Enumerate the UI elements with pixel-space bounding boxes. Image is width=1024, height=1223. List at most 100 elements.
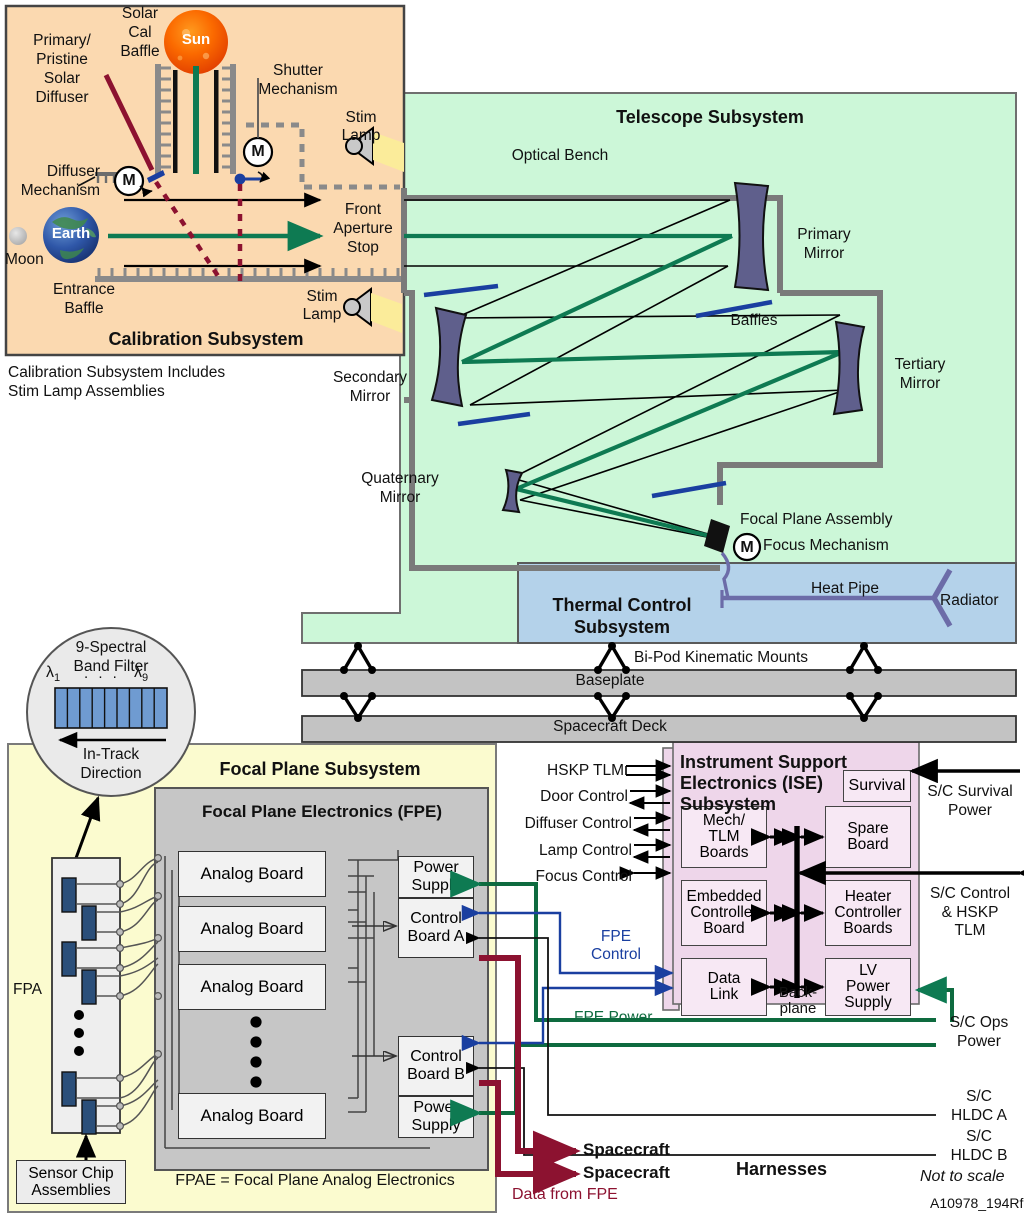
baffles [423, 283, 773, 499]
label-heat-pipe: Heat Pipe [810, 580, 880, 597]
ise-board-heater-controller: Heater Controller Boards [825, 880, 911, 946]
label-shutter-mechanism: Shutter Mechanism [258, 62, 338, 98]
label-bipod-kinematic-mounts: Bi-Pod Kinematic Mounts [634, 649, 809, 666]
label-spacecraft-deck: Spacecraft Deck [553, 718, 667, 735]
focal-plane-subsystem-title: Focal Plane Subsystem [219, 759, 421, 779]
fpe-control-board-b: Control Board B [398, 1036, 474, 1096]
analog-board-ellipsis [250, 1016, 262, 1088]
label-backplane: Back- plane [778, 984, 818, 1018]
label-spacecraft-1: Spacecraft [583, 1140, 670, 1159]
label-lambda-last: λ9 [134, 664, 149, 685]
fpe-title: Focal Plane Electronics (FPE) [202, 802, 442, 821]
note-not-to-scale: Not to scale [920, 1168, 1005, 1185]
sensor-chip-assemblies-group [61, 877, 97, 1135]
ise-left-rail [662, 747, 680, 1011]
label-spacecraft-2: Spacecraft [583, 1163, 670, 1182]
calibration-caption-2: Stim Lamp Assemblies [8, 383, 165, 400]
telescope-subsystem-title: Telescope Subsystem [616, 107, 804, 127]
label-sc-ops-power: S/C Ops Power [949, 1014, 1009, 1050]
label-harnesses: Harnesses [736, 1159, 828, 1179]
label-baffles: Baffles [730, 312, 778, 329]
label-focus-control: Focus Control [535, 868, 632, 885]
label-radiator: Radiator [940, 592, 999, 609]
tertiary-mirror [832, 320, 866, 416]
ise-board-lv-power-supply: LV Power Supply [825, 958, 911, 1016]
analog-board-2: Analog Board [178, 906, 326, 952]
label-hskp-tlm: HSKP TLM [547, 762, 624, 779]
label-primary-solar-diffuser: Primary/ Pristine Solar Diffuser [33, 32, 91, 106]
fpae-footnote: FPAE = Focal Plane Analog Electronics [175, 1172, 455, 1189]
label-spectral-band-filter: 9-Spectral Band Filter [73, 639, 149, 675]
fpa-connector-nodes [115, 853, 163, 1130]
label-sc-hldc-b: S/C HLDC B [950, 1128, 1008, 1164]
label-fpe-power: FPE Power [574, 1009, 653, 1026]
label-stim-lamp-upper: Stim Lamp [341, 109, 381, 145]
fpa-to-fpe-cables [119, 857, 159, 1127]
label-earth: Earth [51, 225, 91, 242]
label-sc-survival-power: S/C Survival Power [927, 783, 1013, 819]
telescope-rays-black [404, 199, 846, 541]
analog-board-4: Analog Board [178, 1093, 326, 1139]
fpa-column [51, 857, 121, 1134]
fpe-control-board-a: Control Board A [398, 898, 474, 958]
ise-board-spare: Spare Board [825, 806, 911, 868]
label-fpa: FPA [13, 981, 42, 998]
label-sensor-chip-assemblies: Sensor Chip Assemblies [16, 1160, 126, 1204]
fpa-ellipsis [74, 1010, 84, 1056]
fpe-to-ctrl-arrows [352, 926, 396, 1056]
label-entrance-baffle: Entrance Baffle [52, 281, 116, 317]
label-tertiary-mirror: Tertiary Mirror [894, 356, 946, 392]
entrance-baffle [95, 268, 403, 282]
label-secondary-mirror: Secondary Mirror [332, 369, 408, 405]
fpe-power-supply-a: Power Supply [398, 856, 474, 898]
label-fpe-control: FPE Control [591, 928, 641, 964]
label-diffuser-mechanism: Diffuser Mechanism [20, 163, 100, 199]
calibration-subsystem-title: Calibration Subsystem [108, 329, 304, 349]
label-stim-lamp-lower: Stim Lamp [302, 288, 342, 324]
label-filter-dots: . . . [84, 665, 120, 682]
label-data-from-fpe: Data from FPE [512, 1186, 618, 1203]
diffuser-cal-path [154, 180, 224, 284]
focus-motor-glyph: M [740, 539, 754, 556]
ise-left-input-lines [619, 759, 672, 880]
label-solar-cal-baffle: Solar Cal Baffle [120, 5, 160, 60]
ise-board-data-link: Data Link [681, 958, 767, 1016]
data-from-fpe-line-b [479, 1080, 581, 1195]
secondary-mirror [430, 306, 468, 408]
ise-board-embedded-controller: Embedded Controller Board [681, 880, 767, 946]
fpa-traces [76, 883, 120, 1127]
heat-pipe-riser [720, 551, 731, 599]
primary-mirror [733, 181, 770, 292]
label-sc-control-hskp-tlm: S/C Control & HSKP TLM [929, 885, 1011, 940]
label-diffuser-control: Diffuser Control [524, 815, 632, 832]
fpe-power-supply-b: Power Supply [398, 1096, 474, 1138]
label-in-track-direction: In-Track Direction [80, 746, 142, 782]
figure-id-code: A10978_194Rf [930, 1195, 1024, 1211]
label-moon: Moon [5, 251, 44, 268]
label-front-aperture-stop: Front Aperture Stop [333, 201, 393, 256]
analog-board-1: Analog Board [178, 851, 326, 897]
label-focal-plane-assembly: Focal Plane Assembly [740, 511, 893, 528]
label-primary-mirror: Primary Mirror [797, 226, 851, 262]
focal-plane-detector [704, 519, 730, 553]
shutter-flag [234, 171, 271, 185]
label-door-control: Door Control [540, 788, 628, 805]
label-lamp-control: Lamp Control [538, 842, 632, 859]
telescope-rays-green [404, 233, 844, 542]
solar-cal-baffle [155, 64, 236, 174]
ise-board-survival: Survival [843, 770, 911, 802]
label-quaternary-mirror: Quaternary Mirror [361, 470, 439, 506]
quaternary-mirror [501, 468, 524, 514]
spectral-band-bars [54, 687, 168, 729]
label-sc-hldc-a: S/C HLDC A [951, 1088, 1007, 1124]
label-optical-bench: Optical Bench [511, 147, 609, 164]
